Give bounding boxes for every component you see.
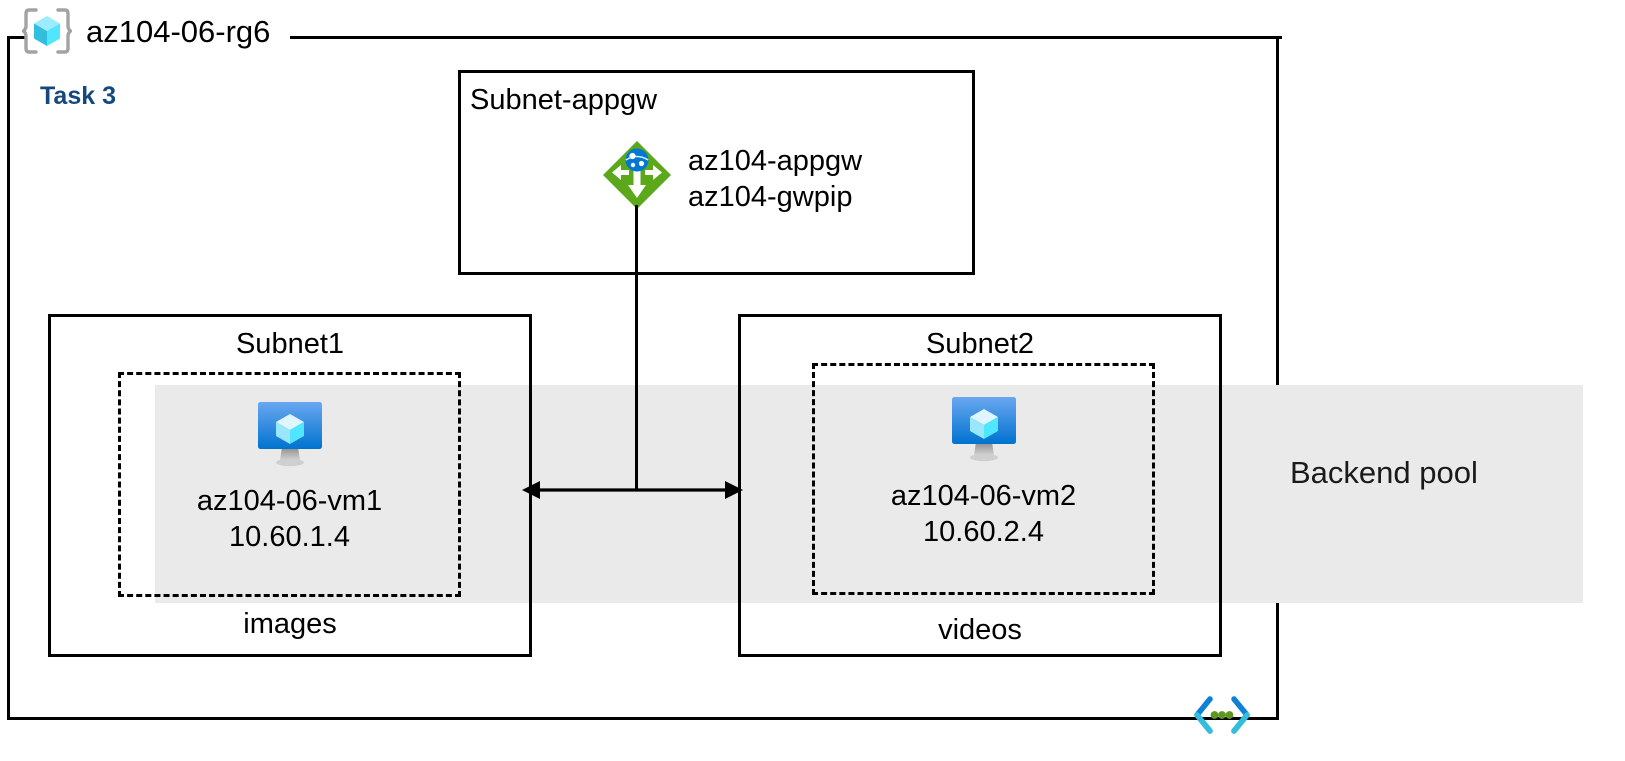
task-label: Task 3 [40, 82, 116, 110]
resource-group-name: az104-06-rg6 [86, 13, 271, 49]
resource-group-border-stub-left [7, 36, 27, 39]
application-gateway-node: az104-appgw az104-gwpip [600, 138, 862, 216]
resource-group-border-top-right [290, 36, 1282, 39]
virtual-machine-icon [951, 397, 1016, 462]
backend-pool-band [155, 385, 1583, 603]
subnet1-vm-ip: 10.60.1.4 [229, 520, 350, 553]
code-brackets-icon [1194, 696, 1250, 734]
subnet2-vm-node: az104-06-vm2 10.60.2.4 [812, 393, 1155, 551]
subnet1-title: Subnet1 [235, 328, 345, 360]
subnet2-vm-name: az104-06-vm2 [890, 480, 1077, 512]
subnet2-box [738, 314, 1222, 657]
application-gateway-icon [603, 141, 671, 209]
resource-group-cube-icon [22, 8, 72, 54]
resource-group-header: az104-06-rg6 [22, 6, 270, 56]
resource-group-boundary [7, 38, 1279, 720]
subnet1-vm-text: az104-06-vm1 10.60.1.4 [197, 484, 382, 556]
appgw-resource-name: az104-appgw [688, 145, 863, 177]
subnet1-vm-group [118, 372, 461, 597]
application-gateway-labels: az104-appgw az104-gwpip [688, 138, 862, 216]
appgw-public-ip-name: az104-gwpip [688, 180, 853, 213]
subnet-appgw-box [458, 70, 975, 275]
subnet2-vm-ip: 10.60.2.4 [923, 515, 1044, 548]
subnet1-caption: images [243, 608, 337, 640]
subnet-appgw-title: Subnet-appgw [470, 84, 658, 116]
subnet-bidirectional-arrow [522, 481, 743, 499]
subnet2-vm-text: az104-06-vm2 10.60.2.4 [891, 479, 1076, 551]
subnet1-box [48, 314, 532, 657]
subnet2-title: Subnet2 [925, 328, 1035, 360]
subnet1-vm-node: az104-06-vm1 10.60.1.4 [118, 398, 461, 556]
virtual-machine-icon [257, 402, 322, 467]
backend-pool-label: Backend pool [1290, 455, 1478, 490]
gateway-to-subnets-connector [635, 205, 638, 490]
subnet2-caption: videos [938, 614, 1022, 646]
subnet1-vm-name: az104-06-vm1 [196, 485, 383, 517]
subnet2-vm-group [812, 363, 1155, 595]
